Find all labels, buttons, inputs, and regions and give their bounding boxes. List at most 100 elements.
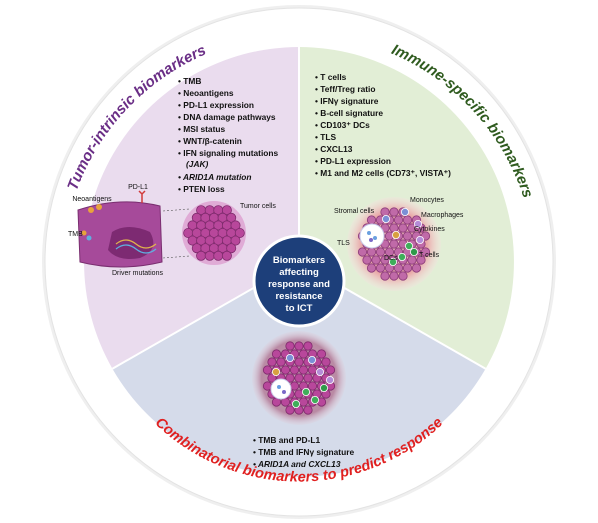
list-item: • CXCL13	[315, 144, 353, 154]
list-item: • T cells	[315, 72, 347, 82]
tissue-cell	[294, 373, 304, 383]
center-line: affecting	[279, 267, 319, 278]
tls-cell	[282, 390, 286, 394]
connector-line	[162, 208, 191, 212]
tumor-cells-cluster	[182, 201, 246, 265]
immune-cell	[388, 257, 397, 266]
tissue-cell	[307, 381, 318, 391]
list-item: • CD103⁺ DCs	[315, 120, 370, 130]
dna-strand	[115, 244, 157, 254]
tissue-cell	[375, 263, 386, 273]
tumor-cell	[213, 250, 224, 261]
tissue-cell	[366, 263, 377, 273]
tumor-cell	[230, 235, 241, 246]
list-item: • ARID1A and CXCL13	[253, 459, 341, 469]
immune-cell	[391, 230, 400, 239]
tissue-cell	[389, 239, 399, 249]
tissue-cell	[407, 223, 417, 233]
tumor-cell	[234, 227, 245, 238]
tumor-cell	[226, 212, 237, 223]
tissue-cell	[416, 255, 426, 265]
tissue-cell	[307, 365, 318, 375]
list-item: • TLS	[315, 132, 336, 142]
list-item: • IFNγ signature	[315, 96, 379, 106]
center-node: Biomarkers affecting response and resist…	[252, 234, 346, 328]
tissue-cell	[402, 215, 413, 225]
sector-tumor-intrinsic	[84, 47, 299, 369]
tissue-cell	[285, 405, 295, 415]
tissue-cell	[271, 349, 282, 359]
label-tls: TLS	[337, 240, 350, 247]
immune-microenvironment-illustration	[347, 197, 441, 291]
tissue-cell	[262, 365, 273, 375]
dna-strand	[115, 239, 157, 249]
tmb-marker	[81, 230, 87, 236]
neoantigen-marker	[88, 207, 94, 213]
combinatorial-illustration	[252, 331, 346, 425]
list-item: • Neoantigens	[178, 88, 234, 98]
immune-cell	[400, 207, 409, 216]
tissue-cell	[380, 255, 390, 265]
center-line: response and	[268, 279, 330, 290]
tissue-cell	[366, 247, 377, 257]
list-item: • MSI status	[178, 124, 225, 134]
immune-cell	[404, 241, 413, 250]
tissue-cell	[366, 215, 377, 225]
tissue-cell	[389, 223, 399, 233]
immune-cell	[409, 247, 418, 256]
list-item: • B-cell signature	[315, 108, 383, 118]
tissue-cell	[420, 247, 431, 257]
label-dcs: DCs	[384, 255, 398, 262]
center-line: resistance	[275, 291, 322, 302]
tissue-cell	[294, 341, 304, 351]
immune-cell	[310, 395, 319, 404]
tumor-cell	[226, 243, 237, 254]
label-neoantigens: Neoantigens	[72, 196, 112, 203]
tissue-cell	[289, 365, 300, 375]
neoantigen-marker	[96, 204, 102, 210]
tumor-cell	[230, 220, 241, 231]
tissue-cell	[380, 207, 390, 217]
list-item: • PD-L1 expression	[315, 156, 391, 166]
tissue-cell	[298, 397, 309, 407]
list-item: • PTEN loss	[178, 184, 225, 194]
tissue-cell	[316, 349, 327, 359]
tissue-cell	[303, 373, 313, 383]
tissue-cell	[325, 365, 336, 375]
tissue-cell	[393, 263, 404, 273]
tissue-cell	[411, 263, 422, 273]
immune-cell	[291, 399, 300, 408]
tissue-cell	[321, 357, 331, 367]
connector-line	[162, 255, 191, 259]
tissue-cell	[389, 271, 399, 281]
tissue-cell	[375, 247, 386, 257]
list-item: • ARID1A mutation	[178, 172, 252, 182]
list-item-continuation: (JAK)	[186, 159, 209, 169]
tissue-cell	[402, 263, 413, 273]
immune-cell	[307, 355, 316, 364]
tumor-intrinsic-list: • TMB • Neoantigens • PD-L1 expression •…	[178, 76, 279, 194]
list-item: • TMB	[178, 76, 201, 86]
label-pdl1: PD-L1	[128, 184, 148, 191]
tumor-cell	[204, 250, 215, 261]
label-tumor-cells: Tumor cells	[240, 203, 276, 210]
nucleus	[108, 227, 154, 259]
tls-cell	[367, 231, 371, 235]
list-item: • Teff/Treg ratio	[315, 84, 375, 94]
label-monocytes: Monocytes	[410, 197, 444, 204]
tissue-cell	[362, 255, 372, 265]
tissue-cell	[285, 341, 295, 351]
tumor-cell-illustration	[77, 190, 191, 268]
tissue-cell	[393, 215, 404, 225]
immune-cell	[325, 375, 334, 384]
immune-specific-list: • T cells • Teff/Treg ratio • IFNγ signa…	[315, 72, 451, 178]
label-cytokines: Cytokines	[414, 226, 445, 233]
tissue-cell	[285, 373, 295, 383]
tissue-cell	[371, 255, 381, 265]
tls-structure	[270, 378, 292, 400]
tissue-cell	[303, 341, 313, 351]
tissue-cell	[267, 373, 277, 383]
tissue-cell	[289, 381, 300, 391]
